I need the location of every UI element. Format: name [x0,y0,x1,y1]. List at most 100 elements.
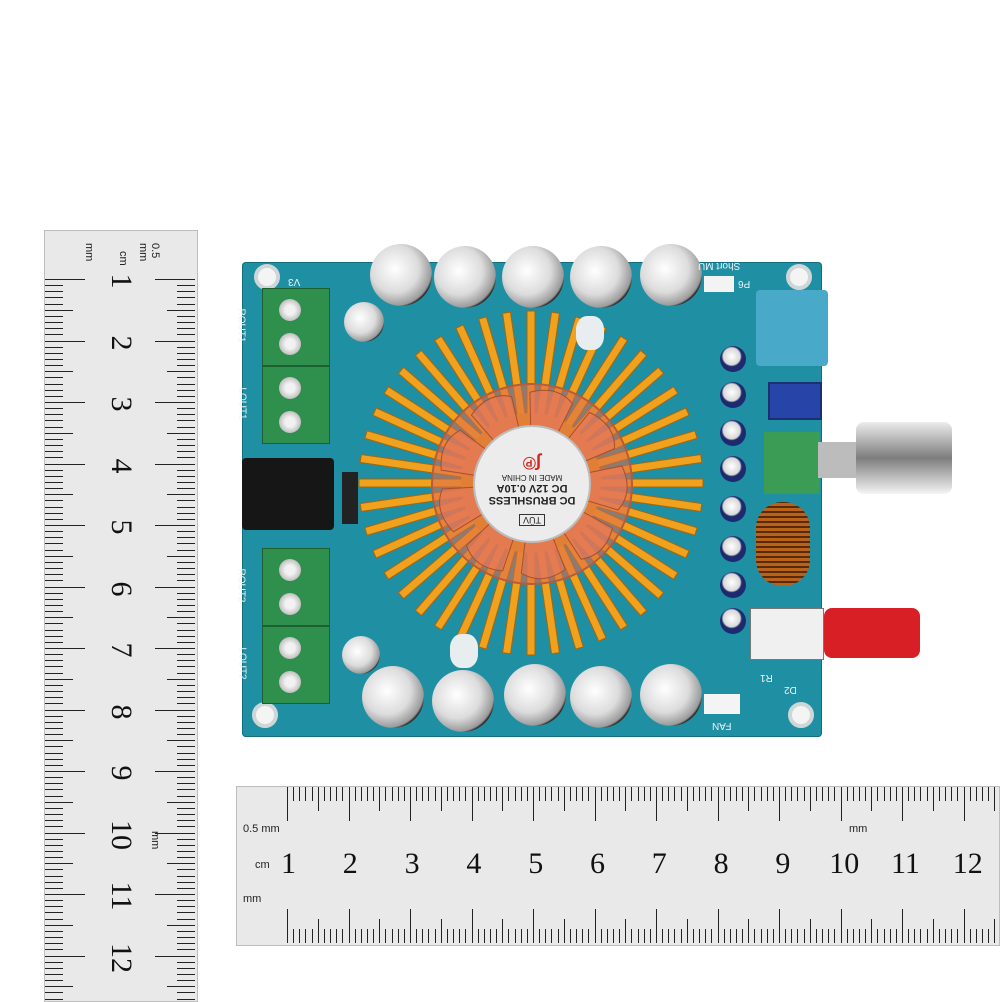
screw-icon [279,559,301,581]
ruler-tick [551,787,553,801]
ruler-tick [471,787,473,821]
screw-icon [279,593,301,615]
ruler-tick [834,929,836,943]
ruler-tick [545,787,547,801]
ruler-tick [902,909,903,943]
ruler-tick [723,787,725,801]
ruler-tick [177,826,195,828]
ruler-number: 12 [105,942,138,973]
ruler-number: 12 [952,847,983,880]
ruler-tick [177,850,195,852]
ruler-tick [45,475,63,477]
ruler-tick [680,787,682,801]
ruler-tick [45,555,73,557]
ruler-tick [348,909,350,943]
ruler-tick [588,929,590,943]
ruler-tick [177,488,195,490]
volume-knob[interactable] [856,422,952,494]
ruler-tick [45,777,63,779]
ruler-tick [45,703,63,705]
ruler-tick [865,787,867,801]
ruler-tick [662,929,664,943]
ruler-tick [520,929,522,943]
ruler-tick [177,358,195,360]
capacitor [362,666,424,728]
ruler-tick [177,475,195,477]
ruler-tick [177,764,195,766]
ruler-tick [797,787,799,801]
ruler-tick [177,814,195,816]
ruler-tick [45,949,63,951]
ruler-tick [988,787,990,801]
ruler-tick [45,395,63,397]
ruler-tick [177,561,195,563]
ruler-tick [45,291,63,293]
ruler-tick [177,445,195,447]
ruler-tick [366,929,368,943]
ruler-tick [177,881,195,883]
ruler-tick [177,844,195,846]
ruler-tick [45,844,63,846]
horizontal-ruler-unit-mm: mm [243,893,262,905]
ruler-tick [969,929,971,943]
ruler-tick [45,328,63,330]
small-capacitor [720,496,746,522]
ruler-tick [177,641,195,643]
ruler-tick [502,787,504,811]
ruler-tick [557,929,559,943]
ruler-tick [177,746,195,748]
mounting-hole [252,702,278,728]
ruler-tick [45,715,63,717]
ruler-tick [785,929,787,943]
ruler-number: 2 [105,335,138,350]
ruler-tick [403,929,405,943]
ruler-tick [453,929,455,943]
header-p6 [704,276,734,292]
ruler-tick [914,929,916,943]
ruler-tick [177,930,195,932]
ruler-tick [177,672,195,674]
power-button[interactable] [824,608,920,658]
ruler-tick [428,787,430,801]
ruler-tick [938,929,940,943]
ruler-tick [177,500,195,502]
ruler-tick [354,929,356,943]
ruler-tick [434,787,436,801]
ruler-tick [932,787,934,811]
capacitor [432,670,494,732]
ruler-tick [858,929,860,943]
ruler-tick [45,457,63,459]
ruler-tick [465,787,467,801]
ruler-tick [177,752,195,754]
ruler-tick [177,377,195,379]
ruler-tick [45,445,63,447]
ruler-tick [177,518,195,520]
ruler-tick [177,291,195,293]
ruler-tick [45,611,63,613]
ruler-tick [317,919,319,943]
ruler-tick [45,789,63,791]
screw-icon [279,299,301,321]
ruler-tick [45,309,73,311]
capacitor [570,246,632,308]
ruler-number: 7 [651,847,667,880]
ruler-tick [177,592,195,594]
ruler-tick [342,787,344,801]
ruler-number: 8 [105,704,138,719]
screw-icon [279,637,301,659]
ruler-tick [643,787,645,801]
ruler-tick [45,481,63,483]
ruler-tick [994,919,996,943]
ruler-tick [177,426,195,428]
ruler-tick [167,801,195,803]
screw-icon [279,333,301,355]
fan-spec-2: DC 12V 0.10A [496,482,568,494]
inductor-coil [756,502,810,586]
ruler-tick [803,787,805,801]
ruler-tick [167,924,195,926]
ruler-tick [177,912,195,914]
ruler-tick [155,340,195,342]
ruler-tick [453,787,455,801]
ruler-tick [496,929,498,943]
